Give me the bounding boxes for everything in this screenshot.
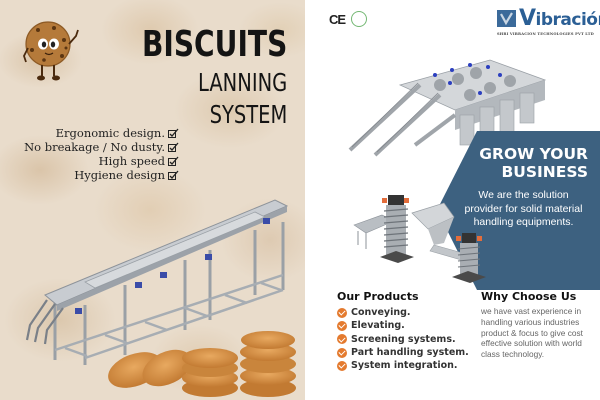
brand-tagline: SHRI VIBRACION TECHNOLOGIES PVT LTD bbox=[497, 32, 594, 36]
banner-title-line2: BUSINESS bbox=[501, 163, 588, 181]
product-title: BISCUITS LANNING SYSTEM bbox=[101, 26, 287, 130]
cookie-mascot-image bbox=[23, 21, 79, 81]
logo-mark-icon bbox=[497, 10, 516, 27]
product-label: System integration. bbox=[351, 360, 458, 372]
banner-title: GROW YOUR BUSINESS bbox=[479, 145, 588, 181]
feature-item: High speed bbox=[24, 154, 179, 168]
check-circle-icon bbox=[337, 360, 347, 371]
go-green-badge-icon bbox=[351, 11, 367, 27]
our-products-section: Our Products Conveying. Elevating. Scree… bbox=[337, 290, 469, 372]
feature-label: Ergonomic design. bbox=[55, 126, 165, 140]
product-item: Part handling system. bbox=[337, 346, 469, 359]
product-label: Elevating. bbox=[351, 320, 405, 332]
banner-body: We are the solution provider for solid m… bbox=[464, 189, 583, 228]
brand-name: Vibración bbox=[519, 6, 600, 31]
biscuit-conveyor-machine-image bbox=[25, 199, 289, 365]
feature-label: High speed bbox=[98, 154, 165, 168]
left-panel: BISCUITS LANNING SYSTEM Ergonomic design… bbox=[0, 0, 305, 400]
feature-item: No breakage / No dusty. bbox=[24, 140, 179, 154]
product-item: Conveying. bbox=[337, 306, 469, 319]
check-circle-icon bbox=[337, 320, 347, 331]
stacked-cookies-image bbox=[108, 331, 296, 397]
ce-mark: CE bbox=[329, 12, 346, 27]
product-item: Screening systems. bbox=[337, 333, 469, 346]
feature-label: Hygiene design bbox=[74, 168, 165, 182]
title-biscuits: BISCUITS bbox=[141, 24, 287, 65]
processing-plant-image bbox=[348, 59, 547, 157]
checkbox-checked-icon bbox=[168, 142, 179, 152]
product-label: Part handling system. bbox=[351, 346, 469, 358]
checkbox-checked-icon bbox=[168, 170, 179, 180]
products-title: Our Products bbox=[337, 290, 419, 303]
vibracion-logo: Vibración SHRI VIBRACION TECHNOLOGIES PV… bbox=[497, 6, 600, 40]
product-label: Conveying. bbox=[351, 307, 411, 318]
product-label: Screening systems. bbox=[351, 333, 456, 345]
banner-title-line1: GROW YOUR bbox=[479, 145, 588, 163]
title-lanning: LANNING bbox=[197, 68, 287, 97]
check-circle-icon bbox=[337, 334, 347, 345]
feature-label: No breakage / No dusty. bbox=[24, 140, 165, 154]
checkbox-checked-icon bbox=[168, 128, 179, 138]
grow-your-business-banner: GROW YOUR BUSINESS We are the solution p… bbox=[437, 131, 600, 290]
title-system: SYSTEM bbox=[209, 100, 287, 129]
why-title: Why Choose Us bbox=[481, 290, 577, 303]
brand-rest: ibración bbox=[535, 10, 600, 30]
feature-item: Ergonomic design. bbox=[24, 126, 179, 140]
why-choose-us-section: Why Choose Us we have vast experience in… bbox=[481, 290, 599, 360]
vibratory-elevator-image bbox=[353, 195, 486, 283]
product-item: Elevating. bbox=[337, 319, 469, 332]
check-circle-icon bbox=[337, 347, 347, 358]
why-body: we have vast experience in handling vari… bbox=[481, 306, 583, 360]
check-circle-icon bbox=[337, 307, 347, 318]
brand-initial: V bbox=[519, 6, 536, 31]
feature-item: Hygiene design bbox=[24, 168, 179, 182]
feature-list: Ergonomic design. No breakage / No dusty… bbox=[24, 126, 179, 182]
product-item: System integration. bbox=[337, 359, 469, 372]
checkbox-checked-icon bbox=[168, 156, 179, 166]
